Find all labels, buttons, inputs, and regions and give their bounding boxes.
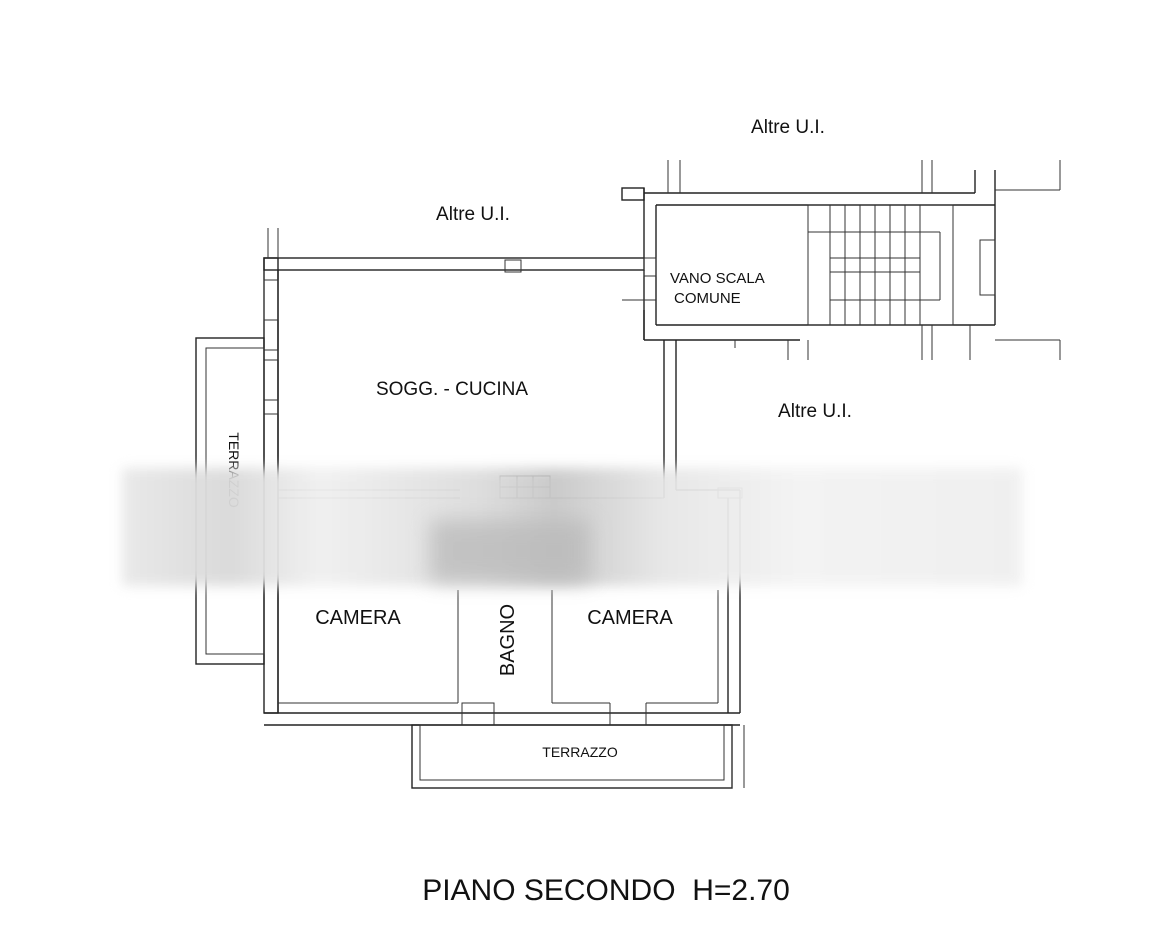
label-other-units-left: Altre U.I.	[436, 204, 510, 225]
label-terrace-bottom: TERRAZZO	[542, 744, 618, 760]
floor-title: PIANO SECONDO H=2.70	[422, 874, 790, 907]
redaction-blur-dark	[430, 520, 590, 582]
label-bedroom-right: CAMERA	[587, 607, 673, 629]
label-living-kitchen: SOGG. - CUCINA	[376, 379, 528, 400]
label-other-units-right: Altre U.I.	[778, 401, 852, 422]
label-stair-line2: COMUNE	[674, 290, 741, 307]
label-bathroom: BAGNO	[497, 604, 519, 676]
label-bedroom-left: CAMERA	[315, 607, 401, 629]
stair-core	[621, 160, 1061, 360]
label-stair-line1: VANO SCALA	[670, 270, 765, 287]
label-other-units-top: Altre U.I.	[751, 117, 825, 138]
bottom-terrace-outline	[411, 724, 745, 789]
